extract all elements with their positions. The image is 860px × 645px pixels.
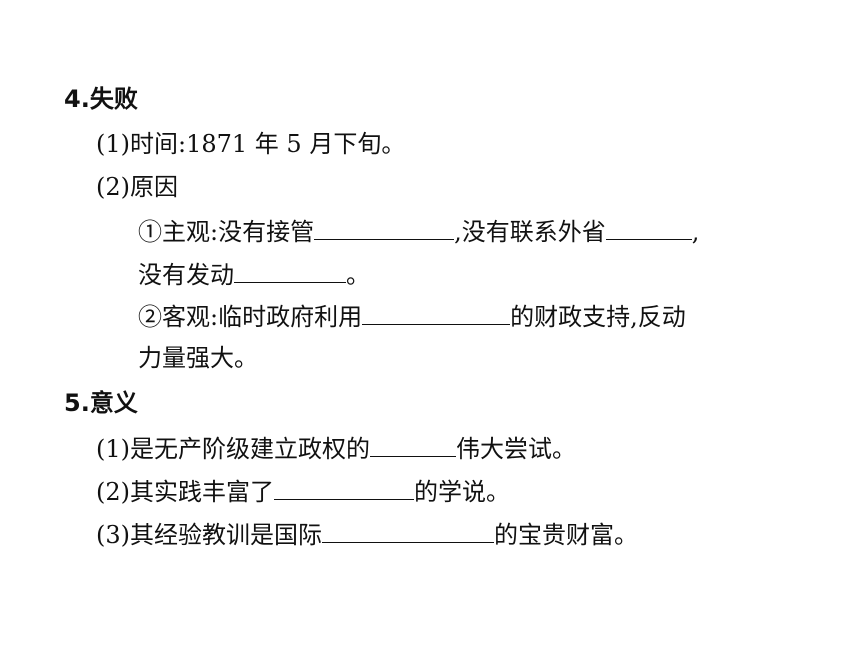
blank-6[interactable]: [274, 473, 414, 500]
subitem-2-text-b: 的财政支持,反动: [510, 303, 686, 331]
section-5-item-3: (3)其经验教训是国际 的宝贵财富。: [96, 516, 638, 552]
blank-7[interactable]: [322, 516, 494, 543]
subitem-1-text-a: ①主观:没有接管: [138, 218, 315, 246]
section-4-item-2: (2)原因: [96, 173, 178, 201]
section-5-item-1-text-a: (1)是无产阶级建立政权的: [96, 435, 370, 463]
subitem-2-text-a: ②客观:临时政府利用: [138, 303, 363, 331]
blank-5[interactable]: [370, 430, 456, 457]
subitem-1-line-2-text-b: 。: [346, 261, 370, 289]
section-5-item-1-text-b: 伟大尝试。: [456, 435, 576, 463]
blank-2[interactable]: [605, 213, 692, 240]
section-5-item-1: (1)是无产阶级建立政权的 伟大尝试。: [96, 430, 576, 466]
section-4-subitem-2-line-2: 力量强大。: [138, 344, 258, 372]
section-5-item-3-text-a: (3)其经验教训是国际: [96, 521, 322, 549]
blank-3[interactable]: [234, 256, 346, 283]
section-4-subitem-1-line-1: ①主观:没有接管 ,没有联系外省,: [138, 213, 699, 249]
section-4-subitem-1-line-2: 没有发动 。: [138, 256, 370, 292]
subitem-1-line-2-text-a: 没有发动: [138, 261, 234, 289]
subitem-1-text-c: ,: [691, 218, 700, 246]
section-4-heading: 4.失败: [64, 85, 138, 113]
blank-1[interactable]: [314, 213, 455, 240]
blank-4[interactable]: [362, 298, 511, 325]
section-5-heading: 5.意义: [64, 389, 138, 417]
subitem-1-text-b: ,没有联系外省: [454, 218, 606, 246]
section-5-item-2-text-b: 的学说。: [414, 478, 510, 506]
section-5-item-2-text-a: (2)其实践丰富了: [96, 478, 274, 506]
section-5-item-2: (2)其实践丰富了 的学说。: [96, 473, 510, 509]
section-4-item-1: (1)时间:1871 年 5 月下旬。: [96, 130, 406, 158]
section-4-subitem-2-line-1: ②客观:临时政府利用 的财政支持,反动: [138, 298, 686, 334]
section-5-item-3-text-b: 的宝贵财富。: [494, 521, 638, 549]
